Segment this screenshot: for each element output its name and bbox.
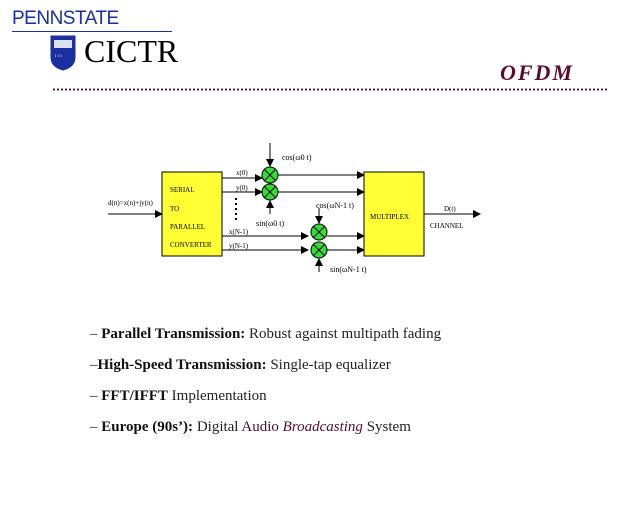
bullet-item: – Europe (90s’): Digital Audio Broadcast… [90,419,411,435]
branch-label-yN: y(N-1) [229,242,249,250]
ofdm-block-diagram: d(n)=x(n)+jy(n) SERIAL TO PARALLEL CONVE… [108,143,481,274]
bullet-list: – Parallel Transmission: Robust against … [90,326,441,450]
shield-icon: ı ı ı [50,35,76,71]
bullet-item: – FFT/IFFT Implementation [90,388,267,404]
serial-to-parallel-block [161,171,223,257]
mux-label: MULTIPLEX [370,213,409,221]
branch-label-x0: x(0) [236,169,248,177]
bullet-item: –High-Speed Transmission: Single-tap equ… [90,357,391,373]
carrier-sinN: sin(ωN-1 t) [330,265,367,274]
carrier-cosN: cos(ωN-1 t) [316,201,354,210]
mixer-x0 [261,166,279,184]
branch-label-y0: y(0) [236,184,248,192]
carrier-cos0: cos(ω0 t) [282,153,312,162]
slide-title: OFDM [500,60,575,85]
cictr-logo-text: CICTR [84,33,179,69]
input-label: d(n)=x(n)+jy(n) [108,199,153,207]
carrier-sin0: sin(ω0 t) [256,219,284,228]
output-label: D(t) [444,205,456,213]
converter-line-3: PARALLEL [170,223,205,231]
svg-text:ı ı ı: ı ı ı [55,54,62,59]
bullet-item: – Parallel Transmission: Robust against … [90,326,442,342]
converter-line-4: CONVERTER [170,241,212,249]
multiplex-block [363,171,425,257]
pennstate-logo-text: PENNSTATE [12,8,119,29]
mixer-y0 [261,183,279,201]
channel-label: CHANNEL [430,222,463,230]
converter-line-1: SERIAL [170,186,195,194]
logo-underline [12,31,172,32]
mixer-yN [310,241,328,259]
title-divider [52,88,608,91]
mixer-xN [310,223,328,241]
branch-label-xN: x(N-1) [229,228,249,236]
converter-line-2: TO [170,205,179,213]
